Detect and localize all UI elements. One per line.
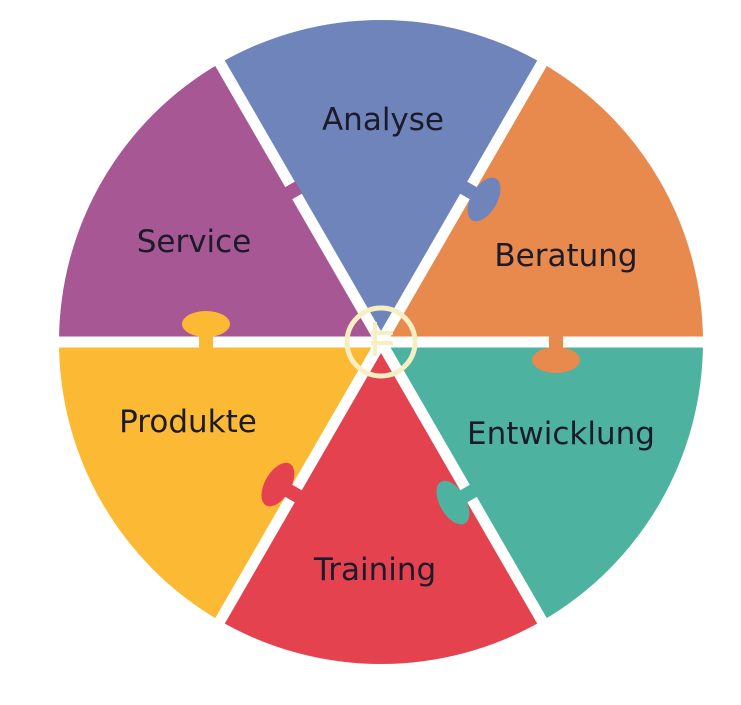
segment-service	[59, 63, 381, 342]
divider-line	[376, 55, 550, 345]
center-symbol	[371, 322, 393, 356]
segment-training	[220, 342, 542, 664]
puzzle-tab-analyse	[467, 177, 501, 222]
label-entwicklung: Entwicklung	[467, 416, 655, 452]
label-beratung: Beratung	[494, 238, 637, 274]
puzzle-tab-entwicklung	[436, 480, 470, 525]
puzzle-tab-beratung	[532, 347, 580, 373]
segment-analyse	[220, 20, 542, 343]
puzzle-tabs	[182, 177, 580, 525]
puzzle-tab-training	[261, 462, 295, 507]
divider-line	[212, 339, 386, 629]
wheel-segments	[59, 20, 703, 664]
center-ring	[344, 305, 418, 379]
divider-line	[212, 55, 386, 345]
label-produkte: Produkte	[119, 404, 257, 440]
label-analyse: Analyse	[322, 102, 444, 138]
divider-line	[376, 339, 550, 629]
label-service: Service	[137, 224, 252, 260]
segment-produkte	[59, 342, 381, 621]
segment-dividers	[53, 55, 709, 629]
label-training: Training	[313, 552, 436, 588]
puzzle-tab-produkte	[182, 311, 230, 337]
puzzle-tab-service	[261, 177, 295, 222]
segment-entwicklung	[381, 342, 703, 621]
segment-labels: Analyse Beratung Entwicklung Training Pr…	[119, 102, 655, 588]
segment-beratung	[381, 63, 703, 342]
